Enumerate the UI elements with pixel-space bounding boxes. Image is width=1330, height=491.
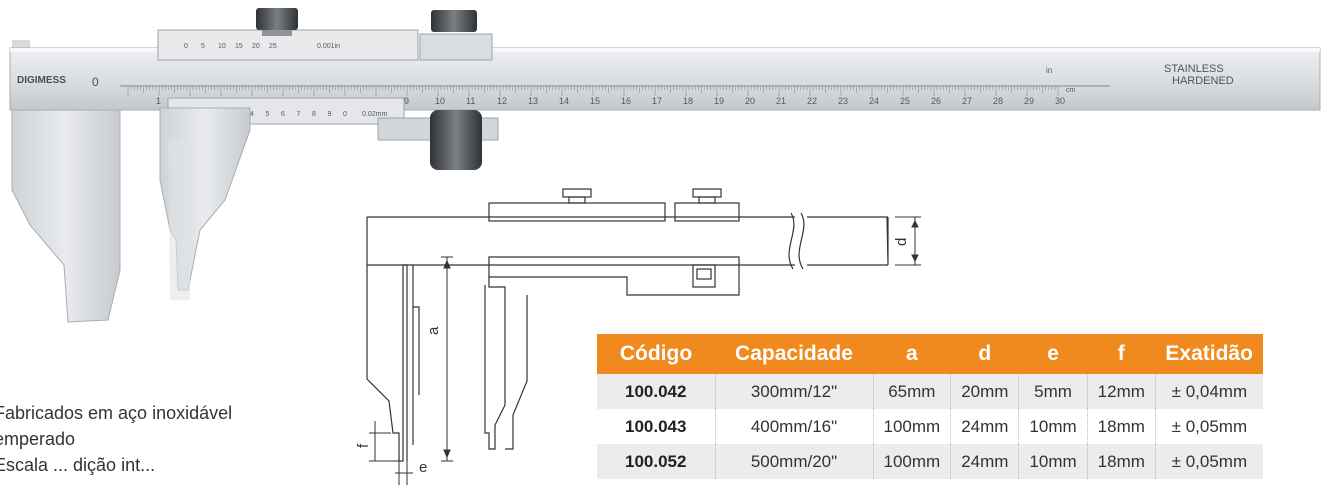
cell-capacidade: 400mm/16" — [714, 409, 873, 444]
cm-tick-label: 30 — [1055, 96, 1065, 106]
cell-f: 18mm — [1086, 444, 1156, 479]
lower-vernier-label: 0.02mm — [362, 111, 387, 118]
cell-d: 24mm — [950, 444, 1019, 479]
cm-tick-label: 13 — [528, 96, 538, 106]
dimension-label-d: d — [893, 238, 910, 246]
spec-table-header-row: Código Capacidade a d e f Exatidão — [597, 334, 1263, 374]
cell-e: 5mm — [1018, 374, 1088, 409]
main-scale-tick-marks — [127, 86, 1059, 96]
vernier-bottom-tick-label: 6 — [281, 111, 285, 118]
vernier-bottom-tick-label: 8 — [312, 111, 316, 118]
cell-exatidao: ± 0,05mm — [1154, 409, 1263, 444]
hardened-label: HARDENED — [1172, 75, 1234, 87]
cm-tick-label: 24 — [869, 96, 879, 106]
stainless-label: STAINLESS — [1164, 63, 1224, 75]
cell-a: 100mm — [872, 444, 951, 479]
header-exatidao: Exatidão — [1155, 334, 1263, 374]
scale-unit-in: in — [1046, 66, 1052, 75]
cell-d: 20mm — [950, 374, 1019, 409]
feature-line: Fabricados em aço inoxidável — [0, 403, 233, 423]
cm-tick-label: 14 — [559, 96, 569, 106]
cell-a: 100mm — [872, 409, 951, 444]
cm-tick-label: 17 — [652, 96, 662, 106]
cell-codigo: 100.052 — [597, 444, 715, 479]
cm-tick-label: 12 — [497, 96, 507, 106]
cell-exatidao: ± 0,04mm — [1154, 374, 1263, 409]
spec-table: Código Capacidade a d e f Exatidão 100.0… — [597, 334, 1263, 479]
cm-tick-label: 21 — [776, 96, 786, 106]
cell-e: 10mm — [1018, 409, 1088, 444]
cell-f: 18mm — [1086, 409, 1156, 444]
cell-codigo: 100.042 — [597, 374, 715, 409]
cm-tick-label: 27 — [962, 96, 972, 106]
upper-vernier-ticks: 0 5 10 15 20 25 — [184, 43, 277, 50]
cm-tick-label: 15 — [590, 96, 600, 106]
fine-adjust-block — [419, 33, 493, 61]
cm-tick-label: 19 — [714, 96, 724, 106]
feature-line: emperado — [0, 429, 76, 449]
cm-tick-label: 20 — [745, 96, 755, 106]
cell-capacidade: 500mm/20" — [714, 444, 873, 479]
locking-knob-right — [431, 10, 477, 32]
vernier-top-tick-label: 0 — [184, 43, 188, 50]
technical-drawing: a d e f — [355, 188, 921, 485]
vernier-top-tick-label: 25 — [269, 43, 277, 50]
cell-capacidade: 300mm/12" — [714, 374, 873, 409]
cell-codigo: 100.043 — [597, 409, 715, 444]
cm-tick-label: 18 — [683, 96, 693, 106]
feature-list: Fabricados em aço inoxidável emperado Es… — [0, 400, 294, 478]
table-row: 100.042 300mm/12" 65mm 20mm 5mm 12mm ± 0… — [597, 374, 1263, 409]
header-codigo: Código — [597, 334, 715, 374]
cm-tick-label: 16 — [621, 96, 631, 106]
table-row: 100.043 400mm/16" 100mm 24mm 10mm 18mm ±… — [597, 409, 1263, 444]
cm-tick-label: 10 — [435, 96, 445, 106]
header-a: a — [873, 334, 951, 374]
table-row: 100.052 500mm/20" 100mm 24mm 10mm 18mm ±… — [597, 444, 1263, 479]
locking-knob-left — [256, 8, 298, 30]
vernier-bottom-tick-label: 5 — [266, 111, 270, 118]
dimension-label-f: f — [355, 443, 372, 448]
cell-f: 12mm — [1086, 374, 1156, 409]
scale-unit-cm: cm — [1066, 87, 1076, 94]
cell-e: 10mm — [1018, 444, 1088, 479]
header-capacidade: Capacidade — [715, 334, 873, 374]
vernier-top-tick-label: 15 — [235, 43, 243, 50]
cell-exatidao: ± 0,05mm — [1154, 444, 1263, 479]
vernier-bottom-tick-label: 9 — [328, 111, 332, 118]
cm-tick-label: 22 — [807, 96, 817, 106]
cm-tick-label: 1 — [156, 96, 161, 106]
brand-label: DIGIMESS — [17, 75, 66, 86]
cm-tick-label: 11 — [466, 96, 475, 106]
cm-tick-label: 9 — [404, 96, 409, 106]
header-f: f — [1087, 334, 1156, 374]
upper-vernier-label: 0.001in — [317, 43, 340, 50]
vernier-top-tick-label: 10 — [218, 43, 226, 50]
header-d: d — [950, 334, 1019, 374]
cm-tick-label: 26 — [931, 96, 941, 106]
drawing-movable-jaw — [484, 277, 506, 450]
drawing-top-slider — [488, 202, 666, 222]
vernier-top-tick-label: 5 — [201, 43, 205, 50]
cm-tick-label: 25 — [900, 96, 910, 106]
cm-tick-label: 23 — [838, 96, 848, 106]
dimension-label-e: e — [419, 459, 427, 476]
vernier-bottom-tick-label: 7 — [297, 111, 301, 118]
zero-label: 0 — [92, 75, 99, 89]
caliper-photo: DIGIMESS 0 12345678910111213141516171819… — [9, 8, 1321, 323]
cm-tick-label: 28 — [993, 96, 1003, 106]
thumbwheel — [430, 110, 482, 170]
cell-d: 24mm — [950, 409, 1019, 444]
drawing-beam — [366, 216, 889, 266]
fixed-jaw — [11, 54, 121, 323]
header-e: e — [1018, 334, 1088, 374]
cell-a: 65mm — [872, 374, 951, 409]
drawing-break-mark — [788, 212, 805, 270]
vernier-bottom-tick-label: 0 — [343, 111, 347, 118]
dimension-label-a: a — [425, 326, 442, 335]
feature-line: Escala ... dição int... — [0, 455, 156, 475]
vernier-top-tick-label: 20 — [252, 43, 260, 50]
vernier-bottom-tick-label: 4 — [250, 111, 254, 118]
cm-tick-label: 29 — [1024, 96, 1034, 106]
drawing-fixed-jaw — [366, 265, 404, 462]
